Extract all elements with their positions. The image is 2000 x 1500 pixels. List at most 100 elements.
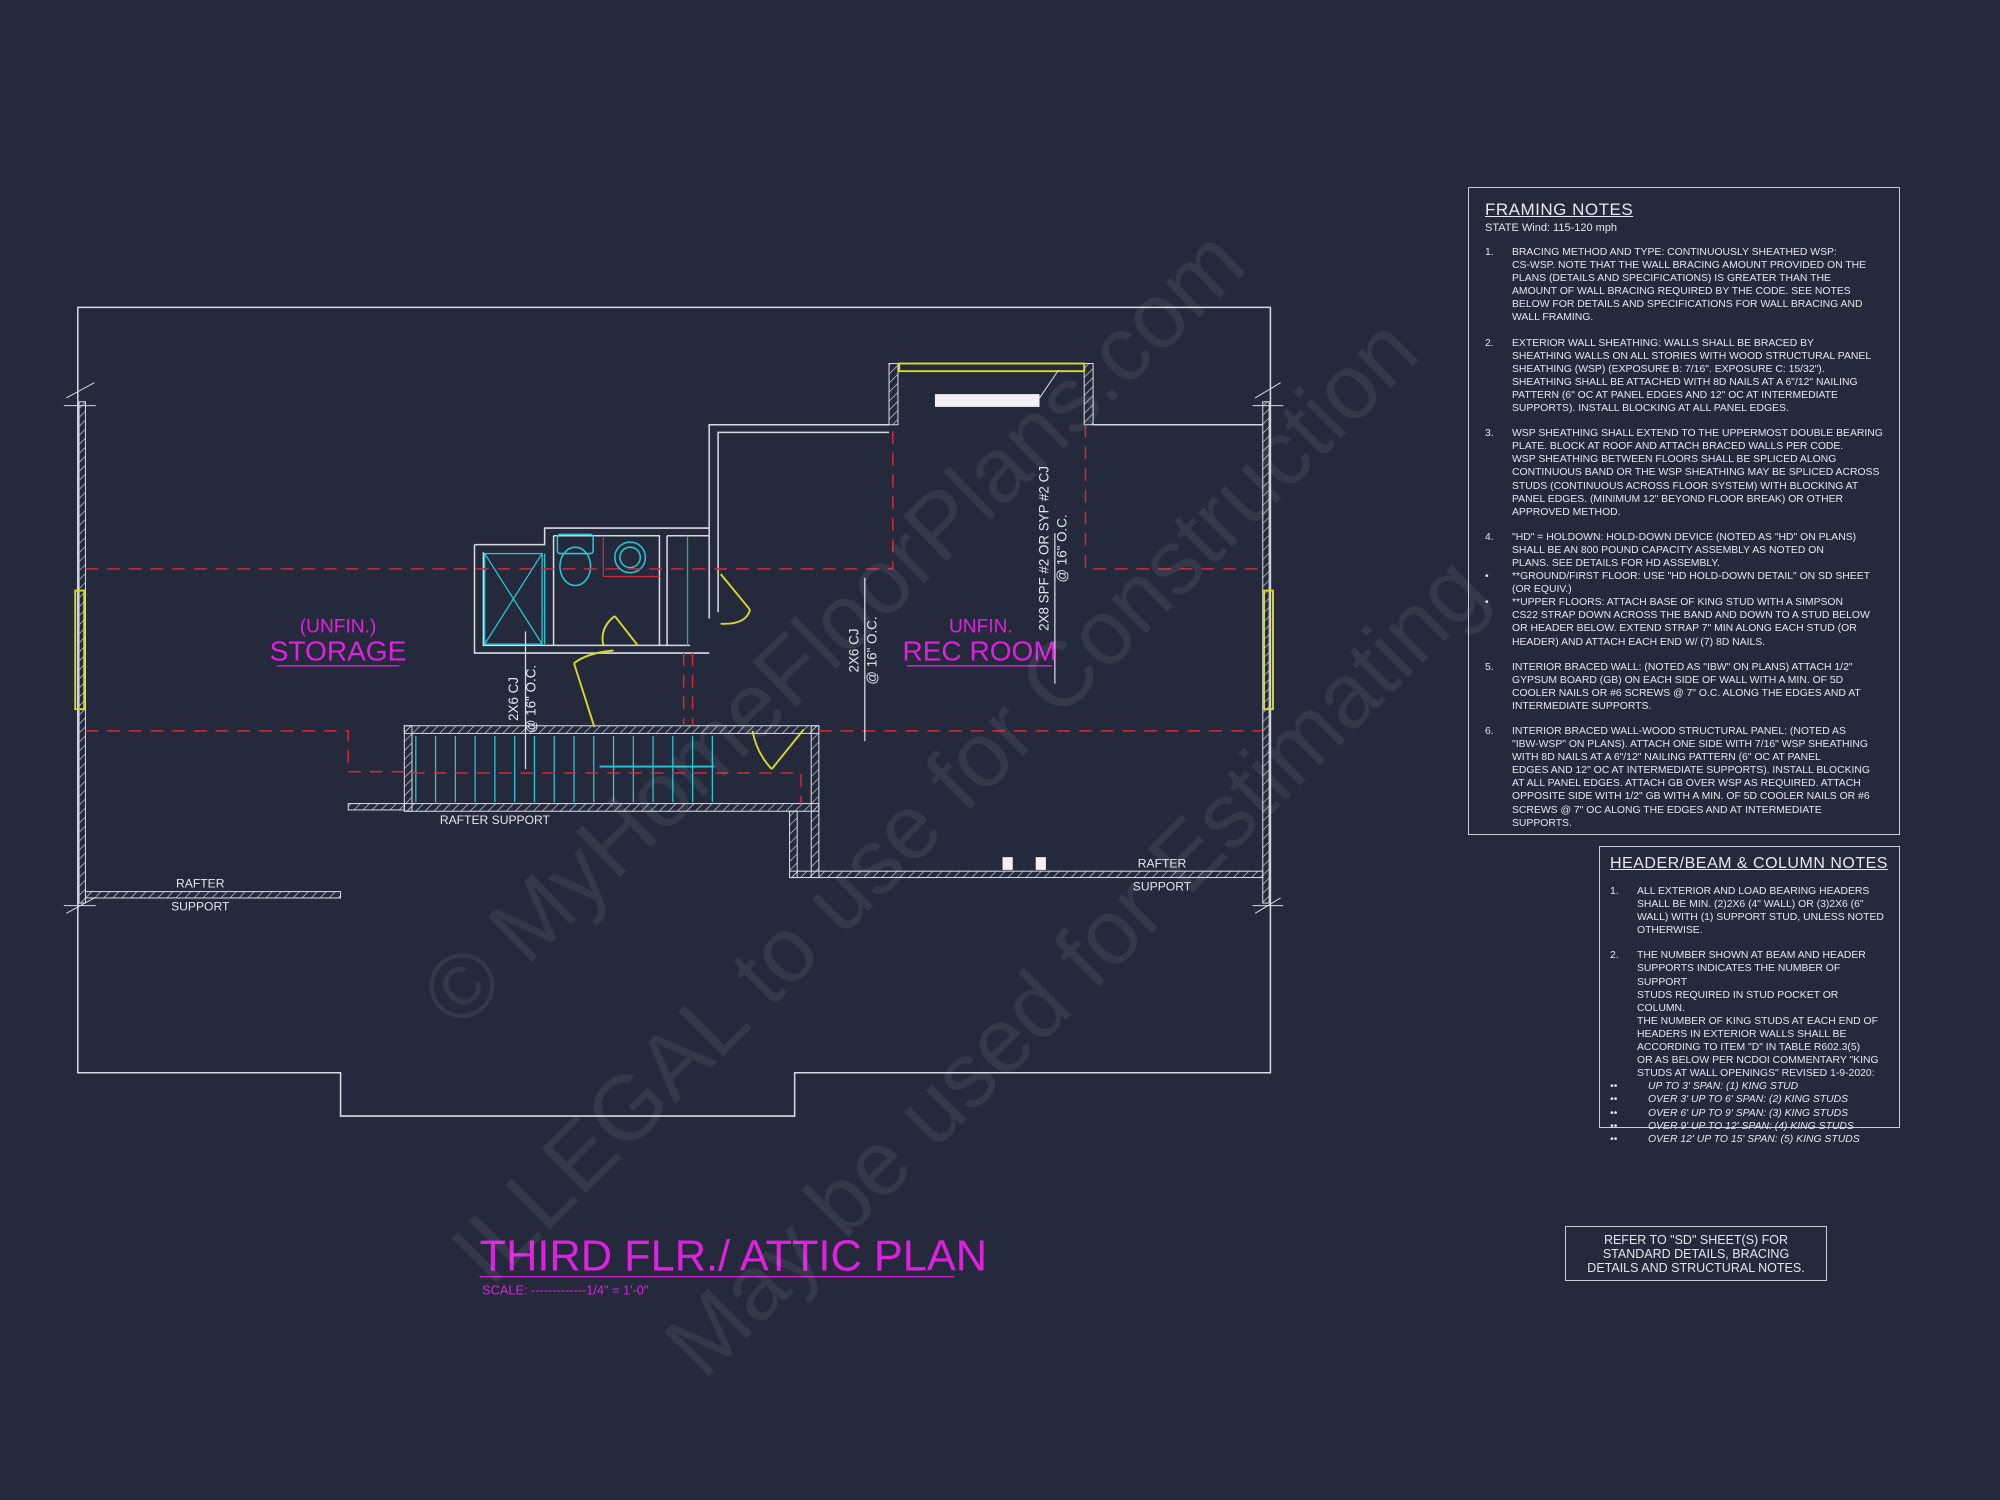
king-stud-span-item: •• OVER 3' UP TO 6' SPAN: (2) KING STUDS xyxy=(1610,1093,1889,1106)
rafter-support-label-right-2: SUPPORT xyxy=(1133,879,1192,893)
plan-scale: SCALE: -------------1/4" = 1'-0" xyxy=(482,1283,648,1298)
header-notes-list: 1. ALL EXTERIOR AND LOAD BEARING HEADERS … xyxy=(1610,885,1889,1080)
rafter-support-label-stair: RAFTER SUPPORT xyxy=(440,813,551,827)
rafter-support-left xyxy=(84,891,342,899)
note-number: • xyxy=(1485,597,1489,609)
framing-note-item: 4. "HD" = HOLDOWN: HOLD-DOWN DEVICE (NOTE… xyxy=(1485,531,1883,570)
note-text: **GROUND/FIRST FLOOR: USE "HD HOLD-DOWN … xyxy=(1512,571,1870,596)
note-text: **UPPER FLOORS: ATTACH BASE OF KING STUD… xyxy=(1512,597,1870,648)
note-text: WSP SHEATHING SHALL EXTEND TO THE UPPERM… xyxy=(1512,428,1883,518)
bullet: •• xyxy=(1610,1094,1618,1106)
note-number: 4. xyxy=(1485,531,1494,543)
joist-spacing-storage: @ 16" O.C. xyxy=(524,665,539,733)
framing-note-item: • **UPPER FLOORS: ATTACH BASE OF KING STU… xyxy=(1485,596,1883,648)
left-gable-window xyxy=(74,589,86,711)
framing-note-item: 1. BRACING METHOD AND TYPE: CONTINUOUSLY … xyxy=(1485,246,1883,325)
rec-room-sublabel: UNFIN. xyxy=(949,617,1013,638)
note-number: 2. xyxy=(1485,337,1494,349)
stair-wall-lower xyxy=(789,810,798,879)
post xyxy=(1035,857,1046,870)
stair-wall-left xyxy=(403,725,413,812)
note-number: 1. xyxy=(1610,886,1619,897)
note-text: EXTERIOR WALL SHEATHING: WALLS SHALL BE … xyxy=(1512,337,1872,415)
bullet: •• xyxy=(1610,1133,1618,1145)
framing-notes-panel: FRAMING NOTES STATE Wind: 115-120 mph 1.… xyxy=(1468,187,1900,835)
plan-title: THIRD FLR./ ATTIC PLAN xyxy=(480,1232,988,1280)
toilet-icon xyxy=(556,533,594,587)
note-number: 3. xyxy=(1485,428,1494,440)
break-marks xyxy=(63,382,1284,914)
joist-spacing-rec-room: @ 16" O.C. xyxy=(1054,514,1069,582)
right-gable-window xyxy=(1263,589,1274,711)
header-beam-notes-panel: HEADER/BEAM & COLUMN NOTES 1. ALL EXTERIO… xyxy=(1599,846,1900,1145)
note-text: "HD" = HOLDOWN: HOLD-DOWN DEVICE (NOTED … xyxy=(1512,531,1857,569)
dormer-wall-left xyxy=(888,363,899,426)
joist-label-center: 2X6 CJ xyxy=(846,629,861,673)
left-knee-wall xyxy=(78,401,86,904)
stair-treads xyxy=(415,735,714,803)
ceiling-joist-lines xyxy=(85,424,1263,804)
shower xyxy=(484,552,546,645)
rafter-support-label-left-2: SUPPORT xyxy=(171,900,230,914)
header-notes-title: HEADER/BEAM & COLUMN NOTES xyxy=(1610,855,1888,872)
note-number: • xyxy=(1485,571,1489,583)
note-number: 1. xyxy=(1485,247,1494,258)
post xyxy=(1002,857,1013,870)
joist-span-arrows xyxy=(524,533,1056,770)
king-stud-span-item: •• UP TO 3' SPAN: (1) KING STUD xyxy=(1610,1080,1889,1093)
rafter-support-label-right-1: RAFTER xyxy=(1138,856,1187,870)
note-number: 6. xyxy=(1485,726,1494,737)
framing-note-item: 2. EXTERIOR WALL SHEATHING: WALLS SHALL B… xyxy=(1485,337,1883,416)
framing-notes-subtitle: STATE Wind: 115-120 mph xyxy=(1485,222,1618,234)
note-text: INTERIOR BRACED WALL: (NOTED AS "IBW" ON… xyxy=(1512,661,1861,712)
rec-room-label: REC ROOM xyxy=(902,636,1056,667)
rafter-support-label-left-1: RAFTER xyxy=(176,877,225,891)
roof-outline xyxy=(77,306,1272,1117)
note-text: INTERIOR BRACED WALL-WOOD STRUCTURAL PAN… xyxy=(1512,726,1871,829)
header-note-item: 1. ALL EXTERIOR AND LOAD BEARING HEADERS … xyxy=(1610,885,1889,937)
rec-room-wall xyxy=(708,423,890,619)
span-text: OVER 6' UP TO 9' SPAN: (3) KING STUDS xyxy=(1648,1107,1849,1119)
framing-notes-list: 1. BRACING METHOD AND TYPE: CONTINUOUSLY … xyxy=(1485,246,1883,830)
window-tag xyxy=(934,394,1040,407)
bullet: •• xyxy=(1610,1107,1618,1119)
bullet: •• xyxy=(1610,1120,1618,1132)
rafter-support-stair xyxy=(347,803,405,811)
storage-room-label: STORAGE xyxy=(270,636,407,667)
joist-spacing-center: @ 16" O.C. xyxy=(864,616,879,684)
window-leader xyxy=(1039,369,1060,399)
framing-note-item: 5. INTERIOR BRACED WALL: (NOTED AS "IBW" … xyxy=(1485,661,1883,713)
dormer-wall-right xyxy=(1083,363,1094,426)
note-text: THE NUMBER SHOWN AT BEAM AND HEADER SUPP… xyxy=(1637,950,1879,1080)
joist-label-storage: 2X6 CJ xyxy=(506,677,521,721)
doors xyxy=(573,573,805,770)
sink-icon xyxy=(614,541,647,574)
note-text: BRACING METHOD AND TYPE: CONTINUOUSLY SH… xyxy=(1512,247,1867,324)
stair-wall-right xyxy=(810,725,820,879)
watermark: © MyHomeFloorPlans.com ILLEGAL to use fo… xyxy=(403,210,1505,1396)
note-number: 5. xyxy=(1485,661,1494,673)
dormer-window xyxy=(898,362,1086,373)
note-text: ALL EXTERIOR AND LOAD BEARING HEADERS SH… xyxy=(1637,886,1884,937)
span-text: OVER 9' UP TO 12' SPAN: (4) KING STUDS xyxy=(1648,1120,1854,1132)
framing-note-item: • **GROUND/FIRST FLOOR: USE "HD HOLD-DOWN… xyxy=(1485,570,1883,596)
refer-sd-note: REFER TO "SD" SHEET(S) FOR STANDARD DETA… xyxy=(1565,1226,1827,1281)
framing-note-item: 6. INTERIOR BRACED WALL-WOOD STRUCTURAL P… xyxy=(1485,725,1883,830)
note-number: 2. xyxy=(1610,950,1619,962)
king-stud-span-item: •• OVER 12' UP TO 15' SPAN: (5) KING STUD… xyxy=(1610,1133,1889,1146)
framing-note-item: 3. WSP SHEATHING SHALL EXTEND TO THE UPPE… xyxy=(1485,427,1883,519)
king-stud-span-item: •• OVER 6' UP TO 9' SPAN: (3) KING STUDS xyxy=(1610,1107,1889,1120)
right-knee-wall xyxy=(1262,401,1270,904)
span-text: UP TO 3' SPAN: (1) KING STUD xyxy=(1648,1081,1799,1093)
storage-room-sublabel: (UNFIN.) xyxy=(300,617,376,638)
bath-walls xyxy=(473,527,710,654)
joist-label-rec-room: 2X8 SPF #2 OR SYP #2 CJ xyxy=(1036,466,1051,631)
vanity-outline xyxy=(602,535,660,578)
header-note-item: 2. THE NUMBER SHOWN AT BEAM AND HEADER SU… xyxy=(1610,949,1889,1080)
bullet: •• xyxy=(1610,1081,1618,1093)
span-text: OVER 3' UP TO 6' SPAN: (2) KING STUDS xyxy=(1648,1094,1849,1106)
king-stud-span-item: •• OVER 9' UP TO 12' SPAN: (4) KING STUDS xyxy=(1610,1120,1889,1133)
framing-notes-title: FRAMING NOTES xyxy=(1485,200,1634,219)
span-text: OVER 12' UP TO 15' SPAN: (5) KING STUDS xyxy=(1648,1133,1860,1145)
